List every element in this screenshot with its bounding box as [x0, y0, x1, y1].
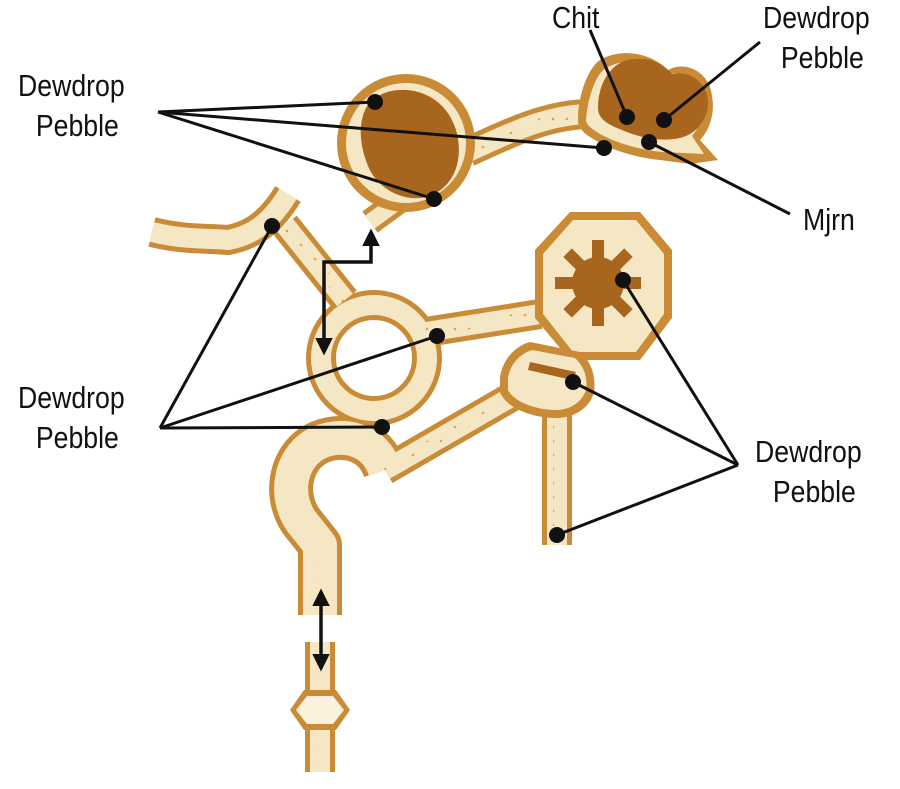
lower-bulb-chamber	[290, 690, 350, 730]
dot-chit	[619, 109, 635, 125]
label-top-left-line1: Dewdrop	[18, 68, 125, 103]
label-mid-right-line1: Dewdrop	[755, 434, 862, 469]
label-top-right-line1: Dewdrop	[763, 0, 870, 35]
side-chamber	[500, 342, 595, 418]
label-mjrn-text: Mjrn	[803, 202, 855, 237]
label-mjrn: Mjrn	[803, 200, 855, 240]
dot-left-branch	[264, 218, 280, 234]
side-chamber-crescent	[528, 362, 576, 380]
label-top-right: Dewdrop Pebble	[763, 0, 870, 78]
dot-top-right-pebble	[656, 112, 672, 128]
leader-lines	[157, 29, 791, 537]
label-top-left-line2: Pebble	[35, 108, 119, 143]
dot-octagon	[615, 272, 631, 288]
dot-side-chamber	[565, 374, 581, 390]
label-dots	[264, 94, 672, 543]
dot-top-chamber-upper	[367, 94, 383, 110]
tunnel-network	[148, 53, 718, 772]
top-round-chamber-interior	[360, 89, 459, 199]
dot-mjrn	[641, 134, 657, 150]
dot-top-chamber-lower	[426, 191, 442, 207]
label-top-left: Dewdrop Pebble	[18, 66, 125, 146]
dot-top-corridor	[596, 140, 612, 156]
arrow-top-to-loop	[315, 228, 380, 356]
label-top-right-line2: Pebble	[780, 40, 864, 75]
octagon-chamber	[535, 212, 672, 360]
label-mid-right-line2: Pebble	[772, 474, 856, 509]
label-chit-text: Chit	[552, 0, 600, 35]
label-mid-left-line2: Pebble	[35, 420, 119, 455]
label-mid-left-line1: Dewdrop	[18, 380, 125, 415]
label-mid-right: Dewdrop Pebble	[755, 432, 862, 512]
dot-vertical-branch	[549, 527, 565, 543]
movement-arrows	[312, 228, 380, 672]
dot-loop-tunnel	[429, 328, 445, 344]
dot-loop-bottom	[374, 419, 390, 435]
label-mid-left: Dewdrop Pebble	[18, 378, 125, 458]
label-chit: Chit	[552, 0, 599, 38]
